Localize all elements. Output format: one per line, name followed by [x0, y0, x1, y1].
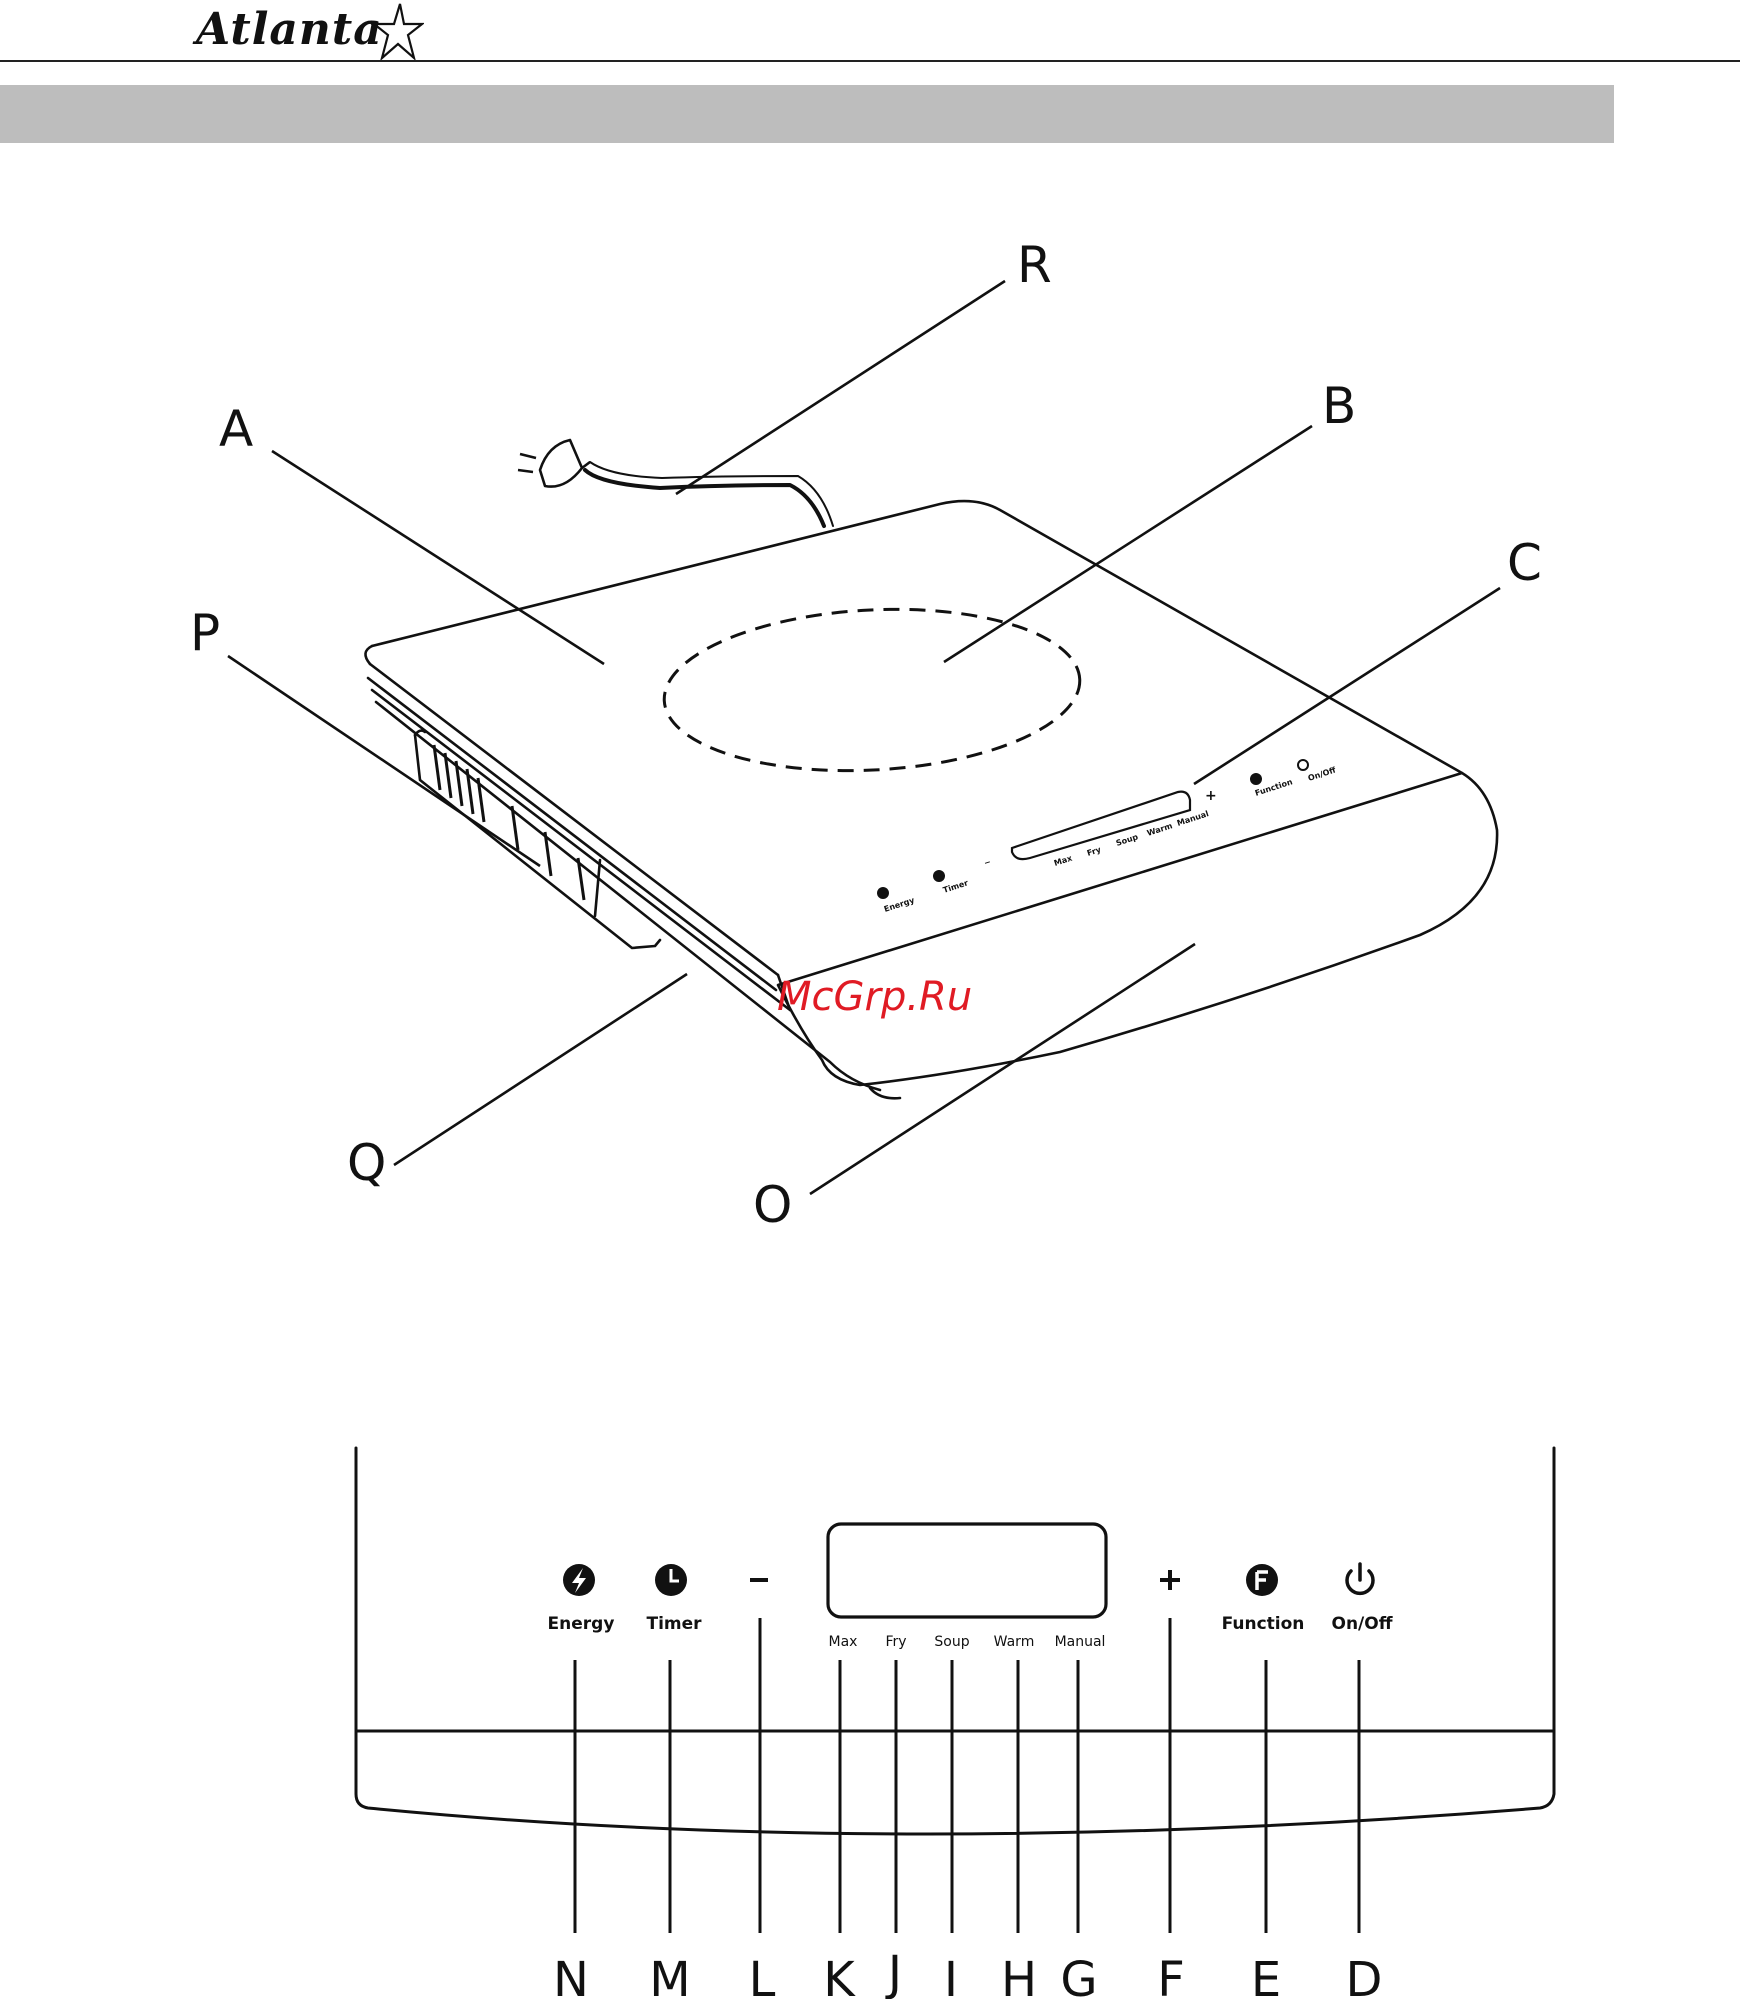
onoff-label: On/Off [1332, 1614, 1393, 1634]
mode-max-label: Max [829, 1634, 858, 1650]
function-icon [1246, 1564, 1278, 1596]
letter-F: F [1157, 1952, 1185, 1999]
device-power-icon [1298, 760, 1308, 770]
device-minus-label: − [983, 857, 992, 868]
cooking-zone [660, 599, 1084, 781]
vent-slats [434, 745, 584, 900]
leader-Q [394, 974, 687, 1165]
device-timer-label: Timer [942, 878, 969, 895]
watermark: McGrp.Ru [777, 974, 972, 1020]
plug [518, 440, 590, 487]
timer-icon [655, 1564, 687, 1596]
power-icon [1347, 1564, 1373, 1593]
letter-I: I [944, 1952, 958, 1999]
device-soup-label: Soup [1115, 832, 1140, 848]
device-fry-label: Fry [1086, 845, 1103, 858]
callout-C: C [1507, 534, 1542, 592]
letter-K: K [823, 1952, 856, 1999]
letter-G: G [1060, 1952, 1097, 1999]
device-plus-label: + [1205, 788, 1217, 804]
letter-J: J [885, 1946, 902, 1999]
mode-warm-label: Warm [994, 1634, 1035, 1650]
letter-N: N [553, 1952, 589, 1999]
timer-label: Timer [646, 1614, 702, 1634]
leader-A [272, 451, 604, 664]
device-energy-label: Energy [883, 895, 916, 914]
mode-manual-label: Manual [1055, 1634, 1106, 1650]
energy-label: Energy [548, 1614, 615, 1634]
function-label: Function [1222, 1614, 1305, 1634]
device-onoff-label: On/Off [1307, 765, 1338, 783]
panel-leaders [575, 1618, 1359, 1933]
device-warm-label: Warm [1146, 821, 1174, 838]
letter-L: L [749, 1952, 776, 1999]
leader-P [228, 656, 540, 866]
device-max-label: Max [1053, 853, 1074, 868]
leader-B [944, 426, 1312, 662]
callout-B: B [1322, 377, 1356, 435]
leader-C [1194, 588, 1500, 784]
mode-soup-label: Soup [934, 1634, 969, 1650]
minus-icon [750, 1578, 768, 1582]
mode-fry-label: Fry [885, 1634, 906, 1650]
energy-icon [563, 1564, 595, 1596]
leader-R [676, 281, 1005, 494]
callout-A: A [219, 400, 253, 458]
plus-icon [1160, 1570, 1180, 1590]
callout-P: P [190, 604, 220, 662]
callout-R: R [1017, 236, 1052, 294]
letter-M: M [649, 1952, 690, 1999]
letter-D: D [1346, 1952, 1383, 1999]
letter-H: H [1001, 1952, 1037, 1999]
letter-E: E [1251, 1952, 1281, 1999]
callout-Q: Q [347, 1134, 386, 1192]
callout-O: O [753, 1176, 792, 1234]
